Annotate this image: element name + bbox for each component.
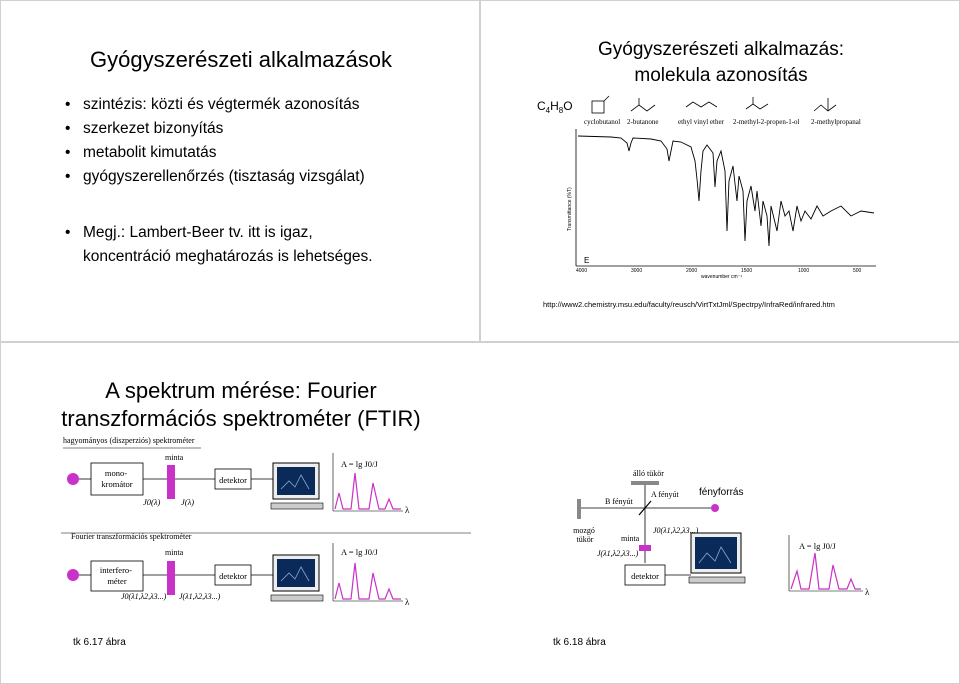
moving-mirror-label: tükör <box>577 535 594 544</box>
beam-a-label: A fényút <box>651 490 680 499</box>
fixed-mirror <box>631 481 659 485</box>
structure-methyl-propenol <box>745 97 769 110</box>
sample-label: minta <box>621 534 640 543</box>
bullet-list: szintézis: közti és végtermék azonosítás… <box>65 93 465 189</box>
molecule-label: cyclobutanol <box>584 118 620 126</box>
ir-spectrum-trace <box>577 135 875 247</box>
title-line: transzformációs spektrométer (FTIR) <box>61 406 421 431</box>
figure-caption: tk 6.17 ábra <box>73 637 126 648</box>
title-line: Gyógyszerészeti alkalmazás: <box>597 39 845 60</box>
sample-label: minta <box>165 548 184 557</box>
light-source-label: fényforrás <box>699 487 743 498</box>
y-axis-label: Transmittance (%T) <box>567 187 573 231</box>
section-label-dispersive: hagyományos (diszperziós) spektrométer <box>63 436 195 445</box>
wavelength-axis-label: λ <box>405 597 410 607</box>
x-axis-label: wavenumber cm⁻¹ <box>701 274 742 280</box>
molecular-formula: C4H8O <box>537 99 573 115</box>
molecule-label: 2-methylpropanal <box>811 118 861 126</box>
svg-text:mono- kromátor: mono- kromátor <box>101 468 132 489</box>
interferometer-box <box>90 560 144 592</box>
x-tick: 2000 <box>686 268 697 274</box>
structure-2-butanone <box>630 98 656 112</box>
sample-cuvette <box>167 465 175 499</box>
absorbance-formula: A = lg J0/J <box>799 541 836 551</box>
slide-title: Gyógyszerészeti alkalmazás: molekula azo… <box>481 37 959 89</box>
x-tick: 1000 <box>798 268 809 274</box>
x-tick: 1500 <box>741 268 752 274</box>
slide-ftir: A spektrum mérése: Fourier transzformáci… <box>0 342 960 684</box>
wavelength-axis-label: λ <box>405 505 410 515</box>
bullet-item: szerkezet bizonyítás <box>65 117 465 141</box>
svg-text:mozgó tükör: mozgó tükör <box>573 526 597 544</box>
molecule-label: 2-methyl-2-propen-1-ol <box>733 118 800 126</box>
structure-methylpropanal <box>813 98 837 112</box>
monochromator-label: kromátor <box>101 479 132 489</box>
fixed-mirror-label: álló tükör <box>633 469 664 478</box>
light-source-icon <box>711 504 719 512</box>
section-label-fourier: Fourier transzformációs spektrométer <box>71 532 192 541</box>
transmitted-intensity-label: J(λ1,λ2,λ3...) <box>597 549 639 558</box>
svg-text:cyclobutanol 2-butanone: cyclobutanol 2-butanone ethyl vinyl ethe… <box>584 118 861 126</box>
detector-label: detektor <box>219 475 247 485</box>
x-tick: 500 <box>853 268 862 274</box>
incident-intensity-label: J0(λ1,λ2,λ3...) <box>653 526 699 535</box>
x-tick: 4000 <box>576 268 587 274</box>
slide-molecule-identification: Gyógyszerészeti alkalmazás: molekula azo… <box>480 0 960 342</box>
note-item: Megj.: Lambert-Beer tv. itt is igaz, kon… <box>65 221 465 269</box>
interferometer-label: méter <box>107 576 127 586</box>
x-ticks: 4000 3000 2000 1500 1000 500 <box>576 268 862 274</box>
bullet-item: gyógyszerellenőrzés (tisztaság vizsgálat… <box>65 165 465 189</box>
ftir-diagram-right: álló tükör A fényút B fényút fényforrás … <box>553 469 870 648</box>
slide-title: A spektrum mérése: Fourier transzformáci… <box>1 377 481 433</box>
title-line: molekula azonosítás <box>634 65 808 86</box>
absorbance-formula: A = lg J0/J <box>341 547 378 557</box>
figure-caption: tk 6.18 ábra <box>553 637 606 648</box>
detector-label: detektor <box>219 571 247 581</box>
note-list: Megj.: Lambert-Beer tv. itt is igaz, kon… <box>65 221 465 269</box>
note-line: koncentráció meghatározás is lehetséges. <box>83 248 373 265</box>
bullet-item: szintézis: közti és végtermék azonosítás <box>65 93 465 117</box>
slide-pharma-applications: Gyógyszerészeti alkalmazások szintézis: … <box>0 0 480 342</box>
monochromator-label: mono- <box>105 468 127 478</box>
ir-spectrum-figure: C4H8O cyclobutanol 2-butanone ethyl viny… <box>537 95 876 309</box>
sample-label: minta <box>165 453 184 462</box>
sample-cuvette <box>639 545 651 551</box>
detector-label: detektor <box>631 571 659 581</box>
slide-title: Gyógyszerészeti alkalmazások <box>89 47 392 72</box>
bullet-item: metabolit kimutatás <box>65 141 465 165</box>
light-source-icon <box>67 473 79 485</box>
light-source-icon <box>67 569 79 581</box>
moving-mirror-label: mozgó <box>573 526 595 535</box>
x-tick: 3000 <box>631 268 642 274</box>
structure-ethyl-vinyl-ether <box>685 101 718 108</box>
moving-mirror <box>577 499 581 519</box>
wavelength-axis-label: λ <box>865 587 870 597</box>
svg-text:interfero- méter: interfero- méter <box>100 565 134 586</box>
note-line: Megj.: Lambert-Beer tv. itt is igaz, <box>83 224 313 241</box>
transmitted-intensity-label: J(λ) <box>181 497 194 507</box>
molecule-label: ethyl vinyl ether <box>678 118 725 126</box>
incident-intensity-label: J0(λ1,λ2,λ3...) <box>121 592 167 601</box>
transmitted-intensity-label: J(λ1,λ2,λ3...) <box>179 592 221 601</box>
incident-intensity-label: J0(λ) <box>143 497 161 507</box>
spectrometer-diagram-left: hagyományos (diszperziós) spektrométer F… <box>61 436 471 648</box>
absorbance-formula: A = lg J0/J <box>341 459 378 469</box>
structure-cyclobutanol <box>591 95 610 114</box>
sample-cuvette <box>167 561 175 595</box>
source-url: http://www2.chemistry.msu.edu/faculty/re… <box>543 300 835 309</box>
beam-b-label: B fényút <box>605 497 634 506</box>
interferometer-label: interfero- <box>100 565 132 575</box>
panel-letter: E <box>584 256 589 265</box>
molecule-label: 2-butanone <box>627 118 659 126</box>
title-line: A spektrum mérése: Fourier <box>105 378 377 403</box>
